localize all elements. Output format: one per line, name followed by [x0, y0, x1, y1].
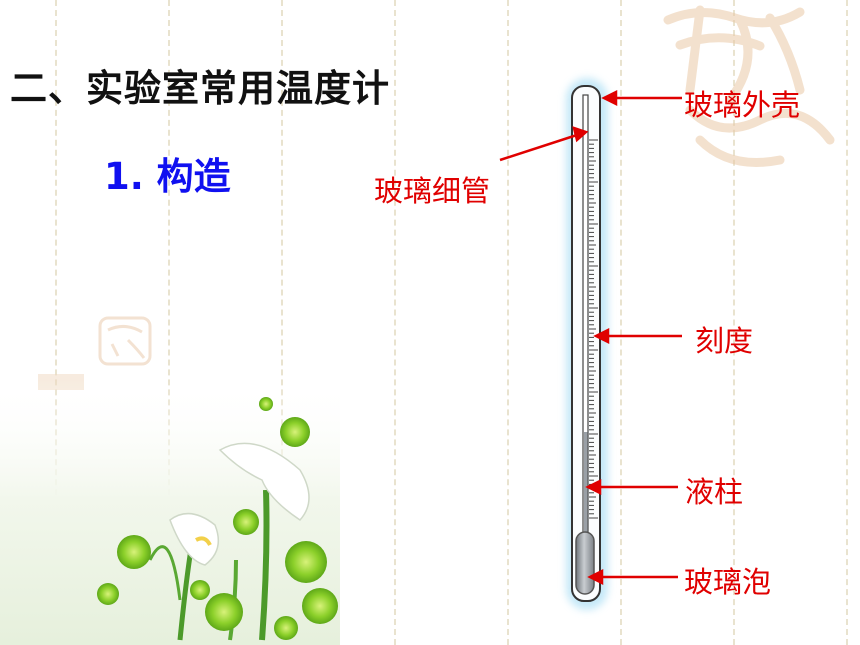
calligraphy-seal [663, 5, 835, 167]
arrowhead-outer-shell [601, 89, 618, 107]
label-bulb: 玻璃泡 [684, 565, 772, 599]
section-heading: 1. 构造 [104, 155, 231, 198]
small-seal [38, 316, 152, 390]
background-stripe [394, 0, 396, 645]
background-stripe [168, 0, 170, 645]
callout-arrows [499, 89, 682, 586]
label-scale: 刻度 [695, 324, 754, 358]
scale-ticks [589, 139, 598, 519]
arrowhead-capillary [572, 126, 589, 143]
label-capillary: 玻璃细管 [374, 174, 491, 208]
arrowhead-bulb [587, 568, 604, 586]
background-stripe [733, 0, 735, 645]
background-stripe [507, 0, 509, 645]
label-liquid-column: 液柱 [685, 475, 744, 509]
arrowhead-liquid-column [585, 478, 602, 496]
background-stripe [846, 0, 848, 645]
label-outer-shell: 玻璃外壳 [684, 88, 801, 122]
slide-title: 二、实验室常用温度计 [10, 67, 390, 110]
arrow-capillary [499, 132, 581, 162]
background-stripe [55, 0, 57, 645]
glass-bulb [575, 531, 595, 595]
calla-lily-photo [0, 380, 340, 645]
background-stripe [281, 0, 283, 645]
arrowhead-scale [593, 327, 610, 345]
background-stripe [620, 0, 622, 645]
